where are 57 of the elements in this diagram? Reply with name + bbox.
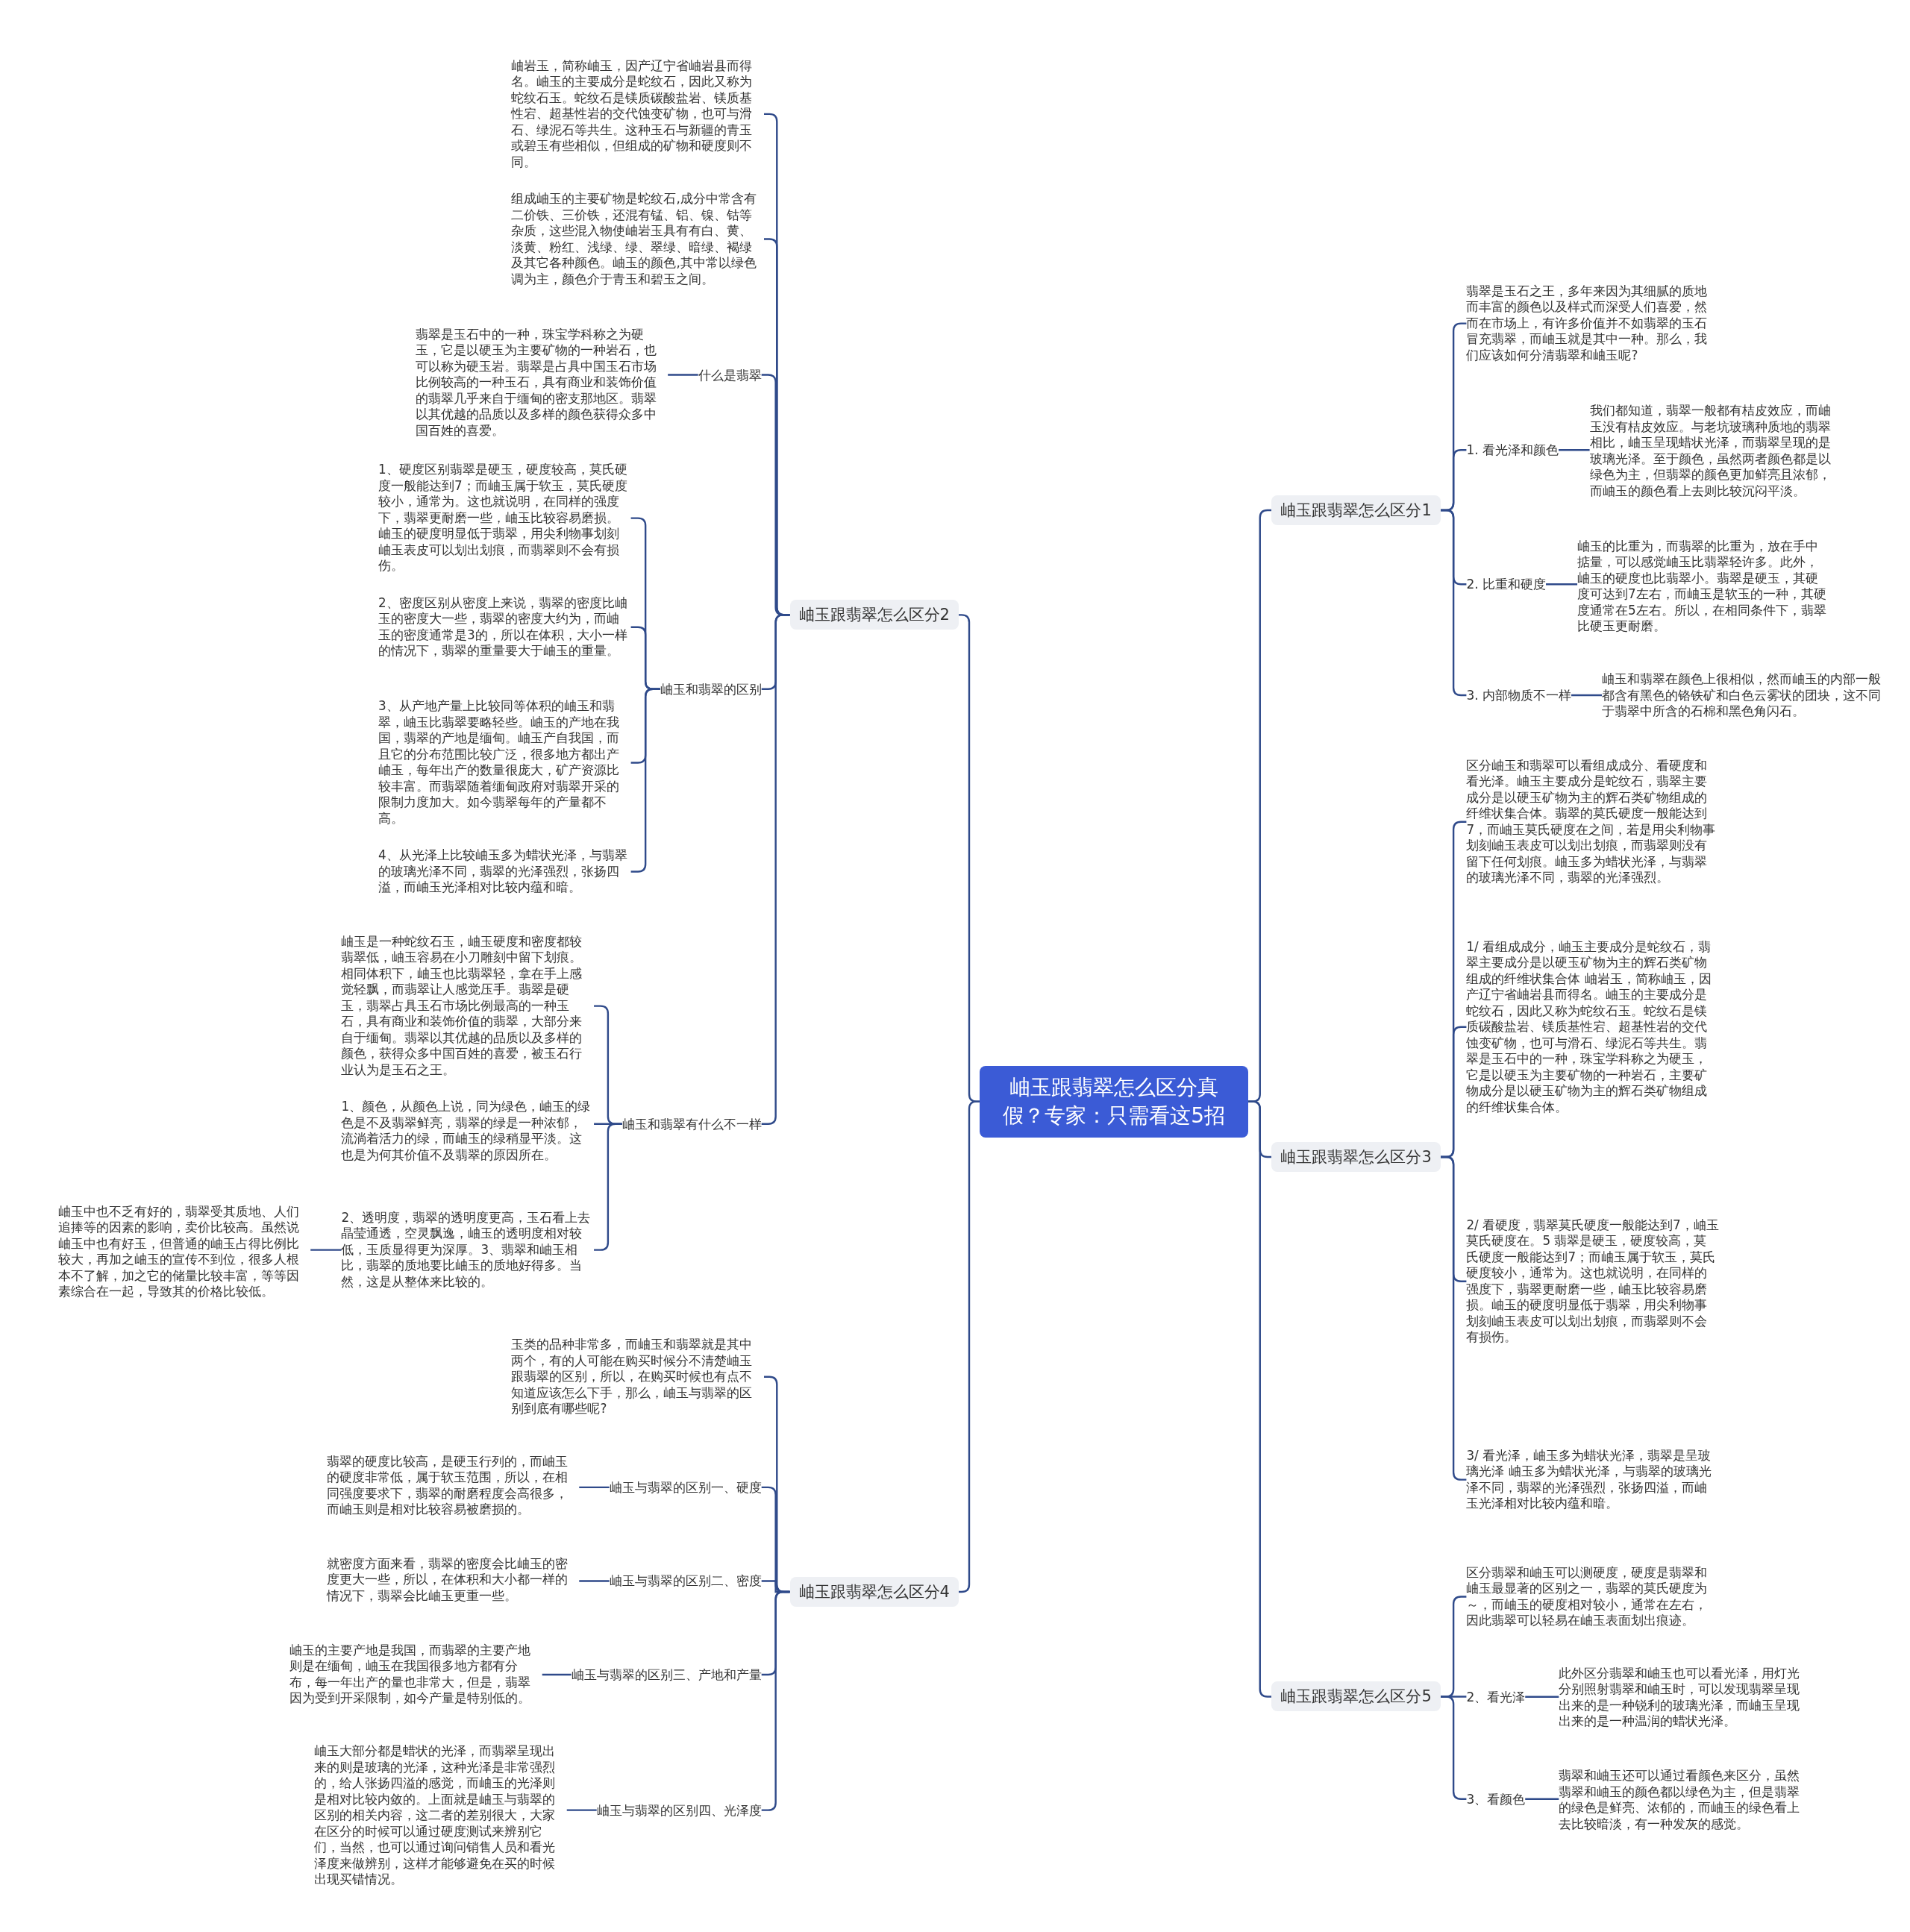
subtopic-label: 1. 看光泽和颜色 — [1466, 441, 1559, 460]
connector-line — [1559, 449, 1590, 451]
text-paragraph: 组成岫玉的主要矿物是蛇纹石,成分中常含有二价铁、三价铁，还混有锰、铝、镍、钴等杂质，这些混入物使岫岩玉具有有白、黄、淡黄、粉红、浅绿、绿、翠绿、暗绿、褐绿及其它各种颜色。岫玉的颜色,其中常以绿色调为主，颜色介于青玉和碧玉之间。 — [511, 191, 764, 287]
text-paragraph: 2、透明度，翡翠的透明度更高，玉石看上去晶莹通透，空灵飘逸，岫玉的透明度相对较低，玉质显得更为深厚。3、翡翠和岫玉相比，翡翠的质地要比岫玉的质地好得多。当然，这是从整体来比较的。 — [341, 1209, 595, 1290]
text-paragraph: 翡翠和岫玉还可以通过看颜色来区分，虽然翡翠和岫玉的颜色都以绿色为主，但是翡翠的绿色是鲜亮、浓郁的，而岫玉的绿色看上去比较暗淡，有一种发灰的感觉。 — [1559, 1768, 1812, 1833]
text-paragraph: 翡翠是玉石之王，多年来因为其细腻的质地而丰富的颜色以及样式而深受人们喜爱，然而在市场上，有许多价值并不如翡翠的玉石冒充翡翠，而岫玉就是其中一种。那么，我们应该如何分清翡翠和岫玉呢? — [1466, 283, 1719, 364]
topic-box: 岫玉跟翡翠怎么区分2 — [789, 600, 959, 630]
subtopic-label: 什么是翡翠 — [698, 366, 762, 384]
connector-line — [579, 1580, 610, 1582]
subtopic-label: 岫玉和翡翠有什么不一样 — [621, 1114, 762, 1133]
subtopic-label: 3、看颜色 — [1466, 1790, 1526, 1808]
topic-box: 岫玉跟翡翠怎么区分5 — [1271, 1681, 1441, 1712]
subtopic-label: 岫玉与翡翠的区别一、硬度 — [609, 1478, 762, 1496]
text-paragraph: 2/ 看硬度，翡翠莫氏硬度一般能达到7，岫玉莫氏硬度在。5 翡翠是硬玉，硬度较高，莫氏硬度一般能达到7；而岫玉属于软玉，莫氏硬度较小，通常为。这也就说明，在同样的强度下，翡翠更耐磨一些，岫玉比较容易磨损。岫玉的硬度明显低于翡翠，用尖利物事划刻岫玉表皮可以划出划痕，而翡翠则不会有损伤。 — [1466, 1217, 1719, 1346]
subtopic-label: 岫玉与翡翠的区别四、光泽度 — [596, 1801, 762, 1819]
connector-line — [1525, 1696, 1559, 1698]
central-topic-box: 岫玉跟翡翠怎么区分真假？专家：只需看这5招 — [980, 1065, 1249, 1138]
text-paragraph: 岫玉是一种蛇纹石玉，岫玉硬度和密度都较翡翠低，岫玉容易在小刀雕刻中留下划痕。相同体积下，岫玉也比翡翠轻，拿在手上感觉轻飘，而翡翠让人感觉压手。翡翠是硬玉，翡翠占具玉石市场比例最高的一种玉石，具有商业和装饰价值的翡翠，大部分来自于缅甸。翡翠以其优越的品质以及多样的颜色，获得众多中国百姓的喜爱，被玉石行业认为是玉石之王。 — [341, 933, 595, 1079]
text-paragraph: 翡翠的硬度比较高，是硬玉行列的，而岫玉的硬度非常低，属于软玉范围，所以，在相同强度要求下，翡翠的耐磨程度会高很多，而岫玉则是相对比较容易被磨损的。 — [326, 1453, 580, 1518]
text-paragraph: 2、密度区别从密度上来说，翡翠的密度比岫玉的密度大一些，翡翠的密度大约为，而岫玉的密度通常是3的，所以在体积，大小一样的情况下，翡翠的重量要大于岫玉的重量。 — [378, 595, 631, 659]
text-paragraph: 岫玉的主要产地是我国，而翡翠的主要产地则是在缅甸，岫玉在我国很多地方都有分布，每一年出产的量也非常大，但是，翡翠因为受到开采限制，如今产量是特别低的。 — [289, 1642, 542, 1707]
topic-box: 岫玉跟翡翠怎么区分1 — [1271, 495, 1441, 525]
text-paragraph: 岫玉的比重为，而翡翠的比重为，放在手中掂量，可以感觉岫玉比翡翠轻许多。此外，岫玉的硬度也比翡翠小。翡翠是硬玉，其硬度可达到7左右，而岫玉是软玉的一种，其硬度通常在5左右。所以，在相同条件下，翡翠比硬玉更耐磨。 — [1577, 538, 1830, 635]
text-paragraph: 岫玉中也不乏有好的，翡翠受其质地、人们追捧等的因素的影响，卖价比较高。虽然说岫玉中也有好玉，但普通的岫玉占得比例比较大，再加之岫玉的宣传不到位，很多人根本不了解，加之它的储量比较丰富，等等因素综合在一起，导致其的价格比较低。 — [57, 1203, 311, 1300]
connector-line — [579, 1486, 610, 1489]
subtopic-label: 2. 比重和硬度 — [1466, 575, 1547, 594]
text-paragraph: 我们都知道，翡翠一般都有桔皮效应，而岫玉没有桔皮效应。与老坑玻璃种质地的翡翠相比，岫玉呈现蜡状光泽，而翡翠呈现的是玻璃光泽。至于颜色，虽然两者颜色都是以绿色为主，但翡翠的颜色更加鲜亮且浓郁，而岫玉的颜色看上去则比较沉闷平淡。 — [1589, 403, 1843, 500]
text-paragraph: 3/ 看光泽，岫玉多为蜡状光泽，翡翠是呈玻璃光泽 岫玉多为蜡状光泽，与翡翠的玻璃光泽不同，翡翠的光泽强烈，张扬四溢，而岫玉光泽相对比较内蕴和暗。 — [1466, 1447, 1719, 1512]
text-paragraph: 1、颜色，从颜色上说，同为绿色，岫玉的绿色是不及翡翠鲜亮，翡翠的绿是一种浓郁，流淌着活力的绿，而岫玉的绿稍显平淡。这也是为何其价值不及翡翠的原因所在。 — [341, 1099, 595, 1164]
connector-line — [542, 1673, 572, 1676]
connector-line — [958, 1100, 980, 1593]
connector-line — [566, 1809, 597, 1811]
text-paragraph: 此外区分翡翠和岫玉也可以看光泽，用灯光分别照射翡翠和岫玉时，可以发现翡翠呈现出来的是一种锐利的玻璃光泽，而岫玉呈现出来的是一种温润的蜡状光泽。 — [1559, 1665, 1812, 1730]
subtopic-label: 3. 内部物质不一样 — [1466, 686, 1572, 704]
text-paragraph: 4、从光泽上比较岫玉多为蜡状光泽，与翡翠的玻璃光泽不同，翡翠的光泽强烈，张扬四溢，而岫玉光泽相对比较内蕴和暗。 — [378, 847, 631, 896]
subtopic-label: 岫玉与翡翠的区别二、密度 — [609, 1572, 762, 1590]
text-paragraph: 1/ 看组成成分，岫玉主要成分是蛇纹石，翡翠主要成分是以硬玉矿物为主的辉石类矿物组成的纤维状集合体 岫岩玉，简称岫玉，因产辽宁省岫岩县而得名。岫玉的主要成分是蛇纹石，因此又称为蛇纹石玉。蛇纹石是镁质碳酸盐岩、镁质基性宕、超基性岩的交代蚀变矿物，也可与滑石、绿泥石等共生。翡翠是玉石中的一种，珠宝学科称之为硬玉，它是以硬玉为主要矿物的一种岩石，主要矿物成分是以硬玉矿物为主的辉石类矿物组成的纤维状集合体。 — [1466, 938, 1719, 1115]
text-paragraph: 1、硬度区别翡翠是硬玉，硬度较高，莫氏硬度一般能达到7；而岫玉属于软玉，莫氏硬度较小，通常为。这也就说明，在同样的强度下，翡翠更耐磨一些，岫玉比较容易磨损。岫玉的硬度明显低于翡翠，用尖利物事划刻岫玉表皮可以划出划痕，而翡翠则不会有损伤。 — [378, 462, 631, 574]
text-paragraph: 就密度方面来看，翡翠的密度会比岫玉的密度更大一些，所以，在体积和大小都一样的情况下，翡翠会比岫玉更重一些。 — [326, 1556, 580, 1605]
connector-line — [668, 374, 698, 376]
subtopic-label: 2、看光泽 — [1466, 1687, 1526, 1706]
connector-line — [310, 1249, 342, 1251]
text-paragraph: 岫玉大部分都是蜡状的光泽，而翡翠呈现出来的则是玻璃的光泽，这种光泽是非常强烈的，给人张扬四溢的感觉，而岫玉的光泽则是相对比较内敛的。上面就是岫玉与翡翠的区别的相关内容，这二者的差别很大，大家在区分的时候可以通过硬度测试来辨别它们，当然，也可以通过询问销售人员和看光泽度来做辨别，这样才能够避免在买的时候出现买错情况。 — [314, 1743, 567, 1888]
connector-line — [1571, 694, 1603, 697]
text-paragraph: 岫岩玉，简称岫玉，因产辽宁省岫岩县而得名。岫玉的主要成分是蛇纹石，因此又称为蛇纹石玉。蛇纹石是镁质碳酸盐岩、镁质基性宕、超基性岩的交代蚀变矿物，也可与滑石、绿泥石等共生。这种玉石与新疆的青玉或碧玉有些相似，但组成的矿物和硬度则不同。 — [511, 57, 764, 171]
text-paragraph: 区分岫玉和翡翠可以看组成成分、看硬度和看光泽。岫玉主要成分是蛇纹石，翡翠主要成分是以硬玉矿物为主的辉石类矿物组成的纤维状集合体。翡翠的莫氏硬度一般能达到7，而岫玉莫氏硬度在之间，若是用尖利物事划刻岫玉表皮可以划出划痕，而翡翠则没有留下任何划痕。岫玉多为蜡状光泽，与翡翠的玻璃光泽不同，翡翠的光泽强烈。 — [1466, 757, 1719, 886]
text-paragraph: 翡翠是玉石中的一种，珠宝学科称之为硬玉，它是以硬玉为主要矿物的一种岩石，也可以称为硬玉岩。翡翠是占具中国玉石市场比例较高的一种玉石，具有商业和装饰价值的翡翠几乎来自于缅甸的密支那地区。翡翠以其优越的品质以及多样的颜色获得众多中国百姓的喜爱。 — [415, 326, 668, 439]
subtopic-label: 岫玉与翡翠的区别三、产地和产量 — [571, 1665, 762, 1684]
topic-box: 岫玉跟翡翠怎么区分4 — [789, 1577, 959, 1608]
connector-line — [1525, 1798, 1559, 1800]
text-paragraph: 玉类的品种非常多，而岫玉和翡翠就是其中两个，有的人可能在购买时候分不清楚岫玉跟翡翠的区别，所以，在购买时候也有点不知道应该怎么下手，那么，岫玉与翡翠的区别到底有哪些呢? — [511, 1337, 764, 1417]
text-paragraph: 岫玉和翡翠在颜色上很相似，然而岫玉的内部一般都含有黑色的铬铁矿和白色云雾状的团块，这不同于翡翠中所含的石棉和黑色角闪石。 — [1602, 671, 1888, 720]
connector-line — [1546, 583, 1578, 586]
subtopic-label: 岫玉和翡翠的区别 — [660, 680, 762, 698]
topic-box: 岫玉跟翡翠怎么区分3 — [1271, 1142, 1441, 1173]
text-paragraph: 区分翡翠和岫玉可以测硬度，硬度是翡翠和岫玉最显著的区别之一，翡翠的莫氏硬度为～，而岫玉的硬度相对较小，通常在左右，因此翡翠可以轻易在岫玉表面划出痕迹。 — [1466, 1564, 1719, 1629]
text-paragraph: 3、从产地产量上比较同等体积的岫玉和翡翠，岫玉比翡翠要略轻些。岫玉的产地在我国，翡翠的产地是缅甸。岫玉产自我国，而且它的分布范围比较广泛，很多地方都出产岫玉，每年出产的数量很庞大，矿产资源比较丰富。而翡翠随着缅甸政府对翡翠开采的限制力度加大。如今翡翠每年的产量都不高。 — [378, 698, 631, 827]
